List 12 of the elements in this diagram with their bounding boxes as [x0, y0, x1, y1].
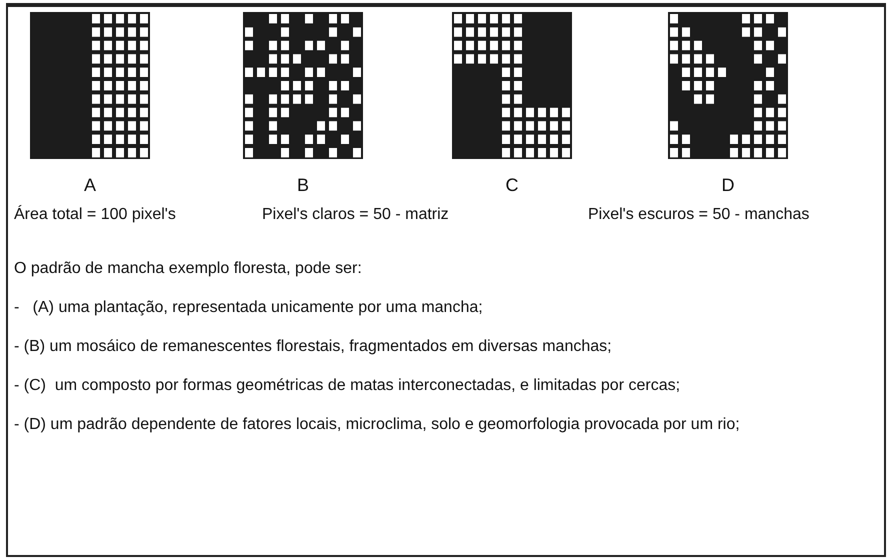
- statistic-text: Área total = 100 pixel's: [14, 207, 176, 223]
- panel-letter: C: [504, 176, 520, 194]
- panel-letter: A: [82, 176, 97, 194]
- panel-letter: D: [720, 176, 736, 194]
- paragraph-text: O padrão de mancha exemplo floresta, pode ser:: [14, 259, 363, 279]
- paragraph-text: - (D) um padrão dependente de fatores locais, microclima, solo e geomorfologia provocada por um rio;: [14, 415, 741, 435]
- statistic-text: Pixel's claros = 50 - matriz: [262, 207, 449, 223]
- panel-letter: B: [296, 176, 310, 194]
- paragraph-text: - (C) um composto por formas geométricas de matas interconectadas, e limitadas por cercas;: [14, 376, 682, 396]
- paragraph-text: - (A) uma plantação, representada unicamente por uma mancha;: [14, 298, 484, 318]
- paragraph-text: - (B) um mosáico de remanescentes florestais, fragmentados em diversas manchas;: [14, 337, 613, 357]
- statistic-text: Pixel's escuros = 50 - manchas: [588, 207, 810, 223]
